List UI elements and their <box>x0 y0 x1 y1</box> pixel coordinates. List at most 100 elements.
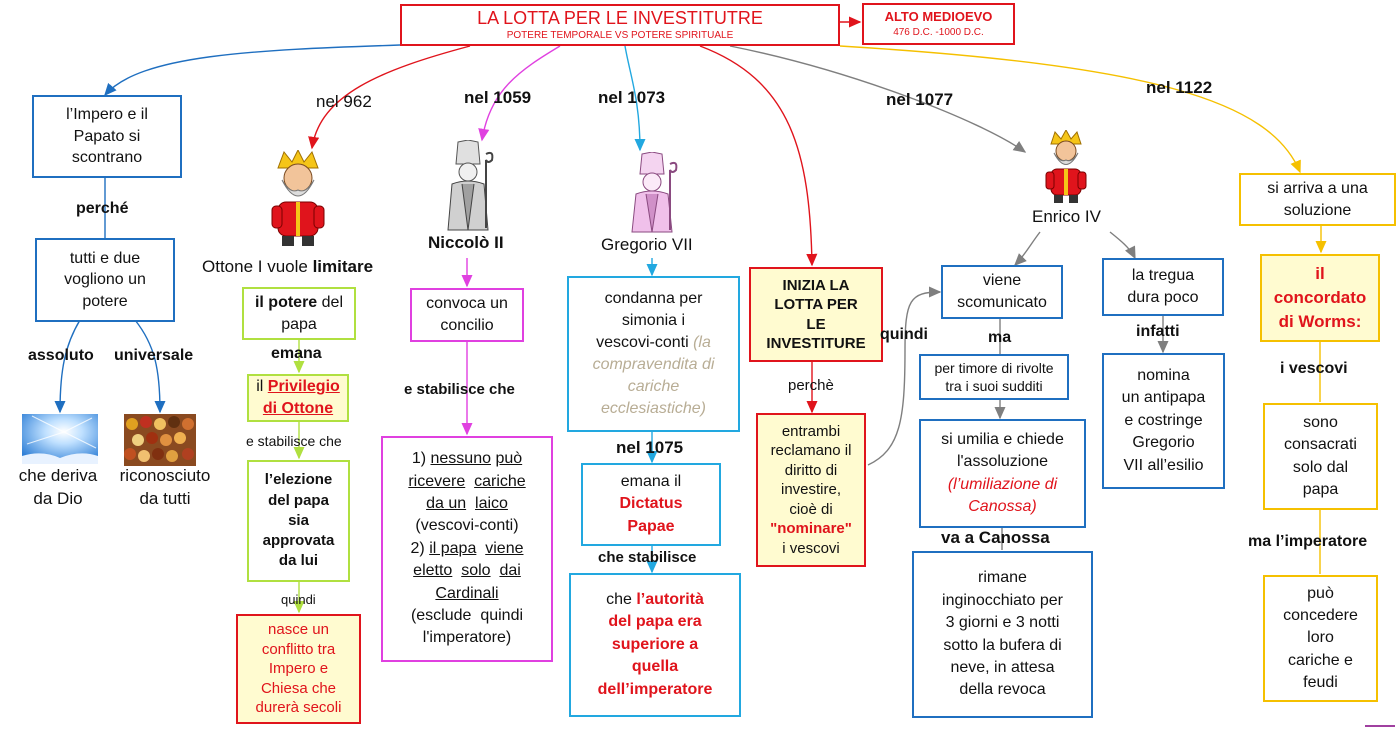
text-line: da lui <box>278 552 319 570</box>
text-line: e costringe <box>1124 411 1203 429</box>
ottone-name: Ottone I vuole limitare <box>202 257 373 277</box>
text-line: inginocchiato per <box>942 591 1063 609</box>
text-line: reclamano il <box>770 442 852 460</box>
text-line: un antipapa <box>1121 389 1206 407</box>
date-1077: nel 1077 <box>886 90 954 109</box>
text-fragment: il papa <box>429 539 477 557</box>
era-box: ALTO MEDIOEVO 476 D.C. -1000 D.C. <box>862 3 1015 45</box>
king-enrico-icon <box>1045 130 1087 203</box>
scomunicato-box: viene scomunicato <box>941 265 1063 319</box>
text-line: vescovi-conti <box>596 333 689 351</box>
limitare-text: limitare <box>312 257 374 276</box>
condanna-box: condanna per simonia i vescovi-conti (la… <box>567 276 740 432</box>
caption-da-tutti: riconosciuto da tutti <box>110 466 220 510</box>
pope-gregorio-icon <box>631 152 678 233</box>
text-line: dell’imperatore <box>597 680 713 698</box>
stabilisce-label: e stabilisce che <box>404 381 515 398</box>
era-dates: 476 D.C. -1000 D.C. <box>893 26 984 38</box>
text-fragment <box>452 562 461 579</box>
text-line: nasce un <box>268 621 329 639</box>
text-line: compravendita di <box>592 356 715 373</box>
elezione-box: l’elezione del papa sia approvata da lui <box>247 460 350 582</box>
text-fragment: Cardinali <box>435 584 499 602</box>
autorita-box: che l’autorità del papa era superiore a … <box>569 573 741 717</box>
text-line: Gregorio <box>1132 434 1195 452</box>
text-line: il <box>256 378 264 396</box>
text-fragment: ricevere <box>408 472 466 490</box>
text-line: da tutti <box>139 489 191 508</box>
sky-light-image <box>22 414 98 464</box>
text-fragment: da un <box>426 495 467 513</box>
conflitto-box: nasce un conflitto tra Impero e Chiesa c… <box>236 614 361 724</box>
text-line: ecclesiastiche) <box>601 400 706 418</box>
che-stabilisce-label: che stabilisce <box>598 549 697 566</box>
privilegio-box: il Privilegio di Ottone <box>247 374 349 422</box>
text-line: 3 giorni e 3 notti <box>945 614 1060 632</box>
date-1073: nel 1073 <box>598 88 666 107</box>
text-fragment: dai <box>499 562 521 580</box>
text-line: INVESTITURE <box>766 335 866 352</box>
text-fragment <box>466 495 475 512</box>
text-line: il potere <box>254 293 318 311</box>
concordato-box: il concordato di Worms: <box>1260 254 1380 342</box>
universale-label: universale <box>114 347 194 364</box>
text-line: del papa era <box>608 613 702 631</box>
text-line: per timore di rivolte <box>934 359 1054 376</box>
subtitle: POTERE TEMPORALE VS POTERE SPIRITUALE <box>506 29 734 41</box>
stabilisce-label: e stabilisce che <box>246 433 342 449</box>
text-line: feudi <box>1303 674 1338 692</box>
quindi-label: quindi <box>880 326 928 343</box>
perche-label: perché <box>76 200 129 217</box>
text-line: (esclude quindi <box>411 605 523 627</box>
soluzione-box: si arriva a una soluzione <box>1239 173 1396 226</box>
text-line: LE <box>806 315 826 333</box>
text-fragment: viene <box>485 539 524 557</box>
text-fragment: nessuno <box>430 450 492 468</box>
di-ottone-text: di Ottone <box>262 400 334 417</box>
era-name: ALTO MEDIOEVO <box>884 9 993 25</box>
ma-label: ma <box>988 329 1012 346</box>
crowd-image <box>124 414 196 466</box>
text-line: soluzione <box>1283 201 1352 219</box>
main-title: LA LOTTA PER LE INVESTITUTRE <box>477 8 763 29</box>
quindi-label: quindi <box>281 592 316 607</box>
ma-imperatore-label: ma l’imperatore <box>1248 533 1368 550</box>
text-line: papa <box>1302 480 1339 498</box>
text-line: conflitto tra <box>261 640 336 658</box>
gregorio-name: Gregorio VII <box>601 235 693 254</box>
impero-papato-box: l’Impero e il Papato si scontrano <box>32 95 182 178</box>
text-line: INIZIA LA <box>782 276 850 294</box>
feudi-box: può concedere loro cariche e feudi <box>1263 575 1378 702</box>
text-line: il <box>1315 264 1325 284</box>
text-line: sotto la bufera di <box>943 636 1062 654</box>
text-line: la tregua <box>1131 267 1195 285</box>
text-line: l'assoluzione <box>956 453 1049 471</box>
assoluto-label: assoluto <box>28 347 94 364</box>
autorita-text: l’autorità <box>636 591 704 609</box>
papae-text: Papae <box>627 517 675 535</box>
caption-da-dio: che deriva da Dio <box>8 466 108 510</box>
text-line: simonia i <box>621 311 686 329</box>
text-line: (vescovi-conti) <box>415 515 518 537</box>
date-1059: nel 1059 <box>464 88 532 107</box>
vescovi-label: i vescovi <box>1280 360 1348 377</box>
text-line: si umilia e chiede <box>941 430 1064 448</box>
text-line: cariche e <box>1288 651 1353 669</box>
text-line: emana il <box>620 472 682 490</box>
text-line: l'imperatore) <box>423 627 511 649</box>
ottone-text: Ottone I vuole <box>202 257 308 276</box>
text-line: 2) il papa viene <box>411 538 524 560</box>
text-line: rimane <box>978 569 1027 587</box>
nominare-text: "nominare" <box>770 520 852 538</box>
text-line: scontrano <box>71 149 143 167</box>
text-line: eletto solo dai <box>413 560 521 582</box>
text-fragment: laico <box>475 495 508 513</box>
niccolo-name: Niccolò II <box>428 233 504 252</box>
text-line: che deriva <box>18 466 98 486</box>
text-line: sia <box>288 511 309 529</box>
perche-label: perchè <box>788 377 834 394</box>
text-line: tutti e due <box>69 249 141 267</box>
text-line: vogliono un <box>64 271 146 289</box>
nominare-box: entrambi reclamano il diritto di investi… <box>756 413 866 567</box>
